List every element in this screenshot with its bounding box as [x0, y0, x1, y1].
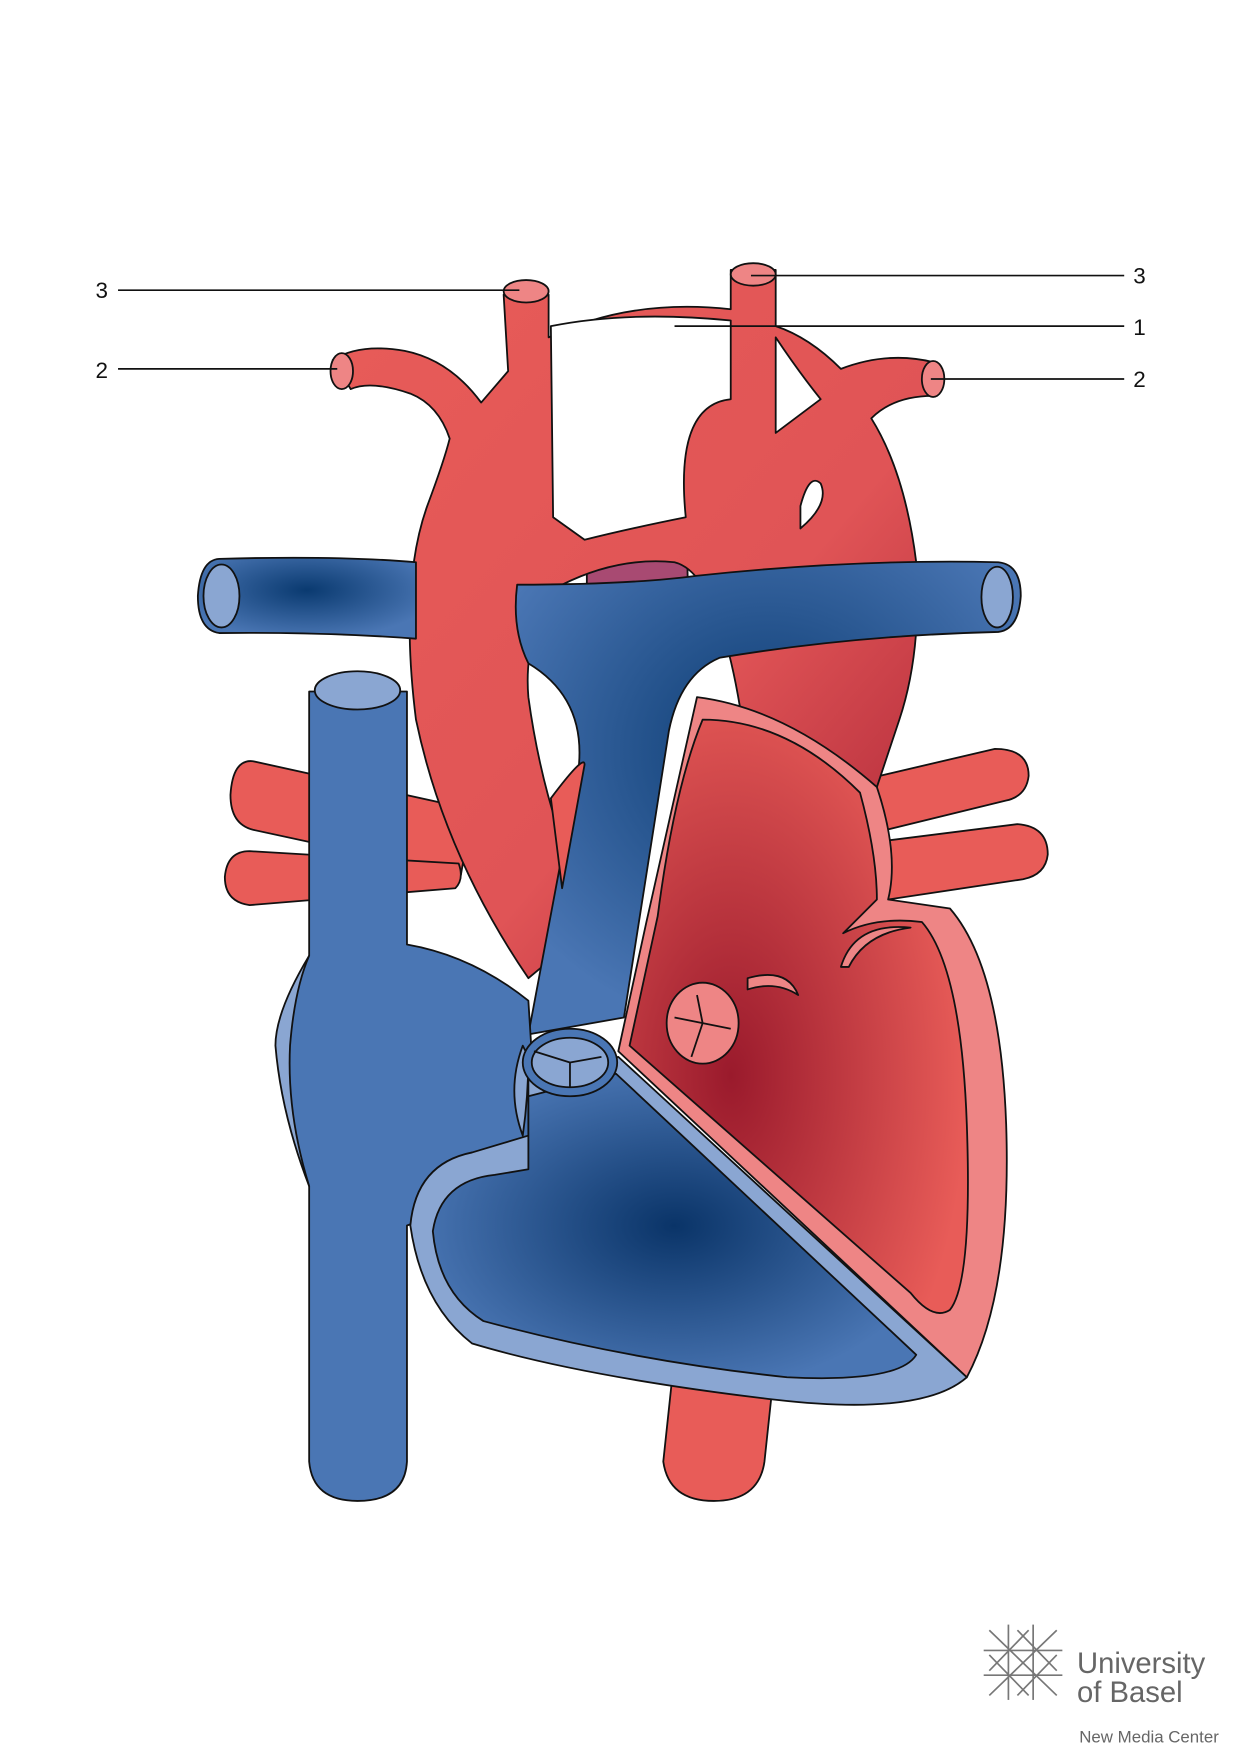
label-1-right: 1: [1133, 315, 1146, 340]
logo-subtitle: New Media Center: [1079, 1728, 1219, 1747]
pulmonary-valve: [521, 1027, 619, 1098]
pulmonary-vein-right-lower: [864, 823, 1049, 901]
arch-branch-gap-3: [799, 479, 824, 530]
leader-lines: [118, 274, 1125, 380]
descending-aorta: [662, 1376, 775, 1502]
vessel-opening-2-left: [329, 352, 354, 390]
vena-cava: [288, 690, 541, 1502]
pulmonary-artery-right-opening: [980, 565, 1014, 629]
left-atrium-upper: [549, 761, 586, 890]
label-3-left: 3: [96, 278, 109, 303]
arch-branch-gap: [549, 315, 732, 541]
chordae: [840, 926, 912, 968]
pulmonary-artery-left-opening: [202, 563, 241, 629]
pulmonary-artery: [196, 556, 417, 640]
logo-line1: University: [1077, 1648, 1206, 1680]
right-ventricle: [431, 1072, 918, 1380]
aortic-valve: [665, 981, 740, 1065]
label-3-right: 3: [1133, 263, 1146, 288]
pulmonary-trunk: [514, 560, 1022, 1036]
aortic-arch: [331, 269, 934, 980]
university-logo-mark: [983, 1624, 1063, 1700]
svc-opening: [313, 670, 402, 711]
vessel-opening-3-right: [729, 262, 777, 287]
label-2-left: 2: [96, 358, 109, 383]
arch-branch-gap-2: [774, 336, 822, 434]
left-ventricle: [628, 718, 969, 1314]
vessel-opening-3-left: [502, 279, 550, 304]
label-2-right: 2: [1133, 367, 1146, 392]
mitral-valve-leaflet: [746, 974, 800, 996]
logo-line2: of Basel: [1077, 1677, 1183, 1709]
